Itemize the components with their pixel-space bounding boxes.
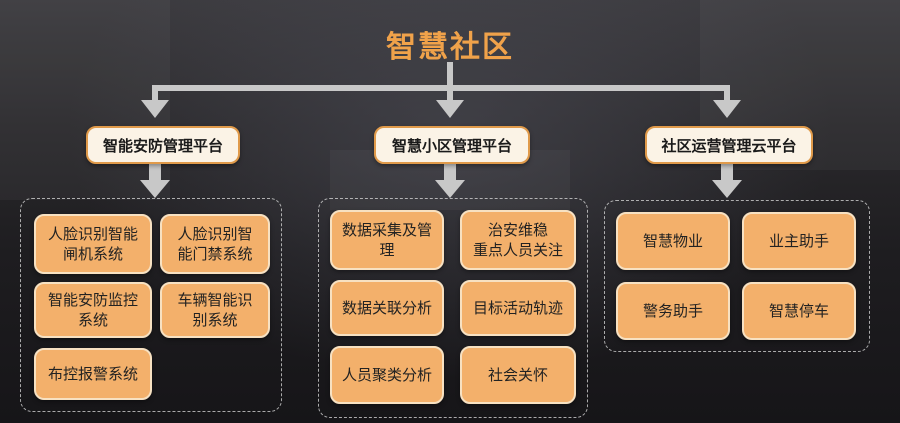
platform-community-label: 智慧小区管理平台	[391, 136, 512, 155]
down-stem-left	[149, 164, 161, 182]
item-data-analysis: 数据关联分析	[330, 280, 444, 336]
item-social-care: 社会关怀	[460, 346, 576, 404]
item-alarm-system: 布控报警系统	[34, 348, 152, 400]
down-arrow-left	[140, 180, 170, 198]
item-security-monitor: 智能安防监控 系统	[34, 282, 152, 338]
down-stem-right	[721, 164, 733, 182]
group-operations	[604, 200, 870, 352]
arrow-head-right	[713, 100, 741, 118]
item-face-access: 人脸识别智 能门禁系统	[160, 214, 270, 274]
platform-security: 智能安防管理平台	[86, 126, 240, 164]
item-public-security: 治安维稳 重点人员关注	[460, 210, 576, 270]
diagram-title: 智慧社区	[386, 30, 514, 65]
item-face-gate: 人脸识别智能 闸机系统	[34, 214, 152, 274]
platform-operations-label: 社区运营管理云平台	[661, 136, 797, 155]
platform-security-label: 智能安防管理平台	[102, 136, 223, 155]
item-police-assistant: 警务助手	[616, 282, 730, 340]
platform-community: 智慧小区管理平台	[374, 126, 530, 164]
item-cluster-analysis: 人员聚类分析	[330, 346, 444, 404]
item-smart-parking: 智慧停车	[742, 282, 856, 340]
arrow-head-middle	[436, 100, 464, 118]
item-data-collection: 数据采集及管 理	[330, 210, 444, 270]
down-arrow-middle	[435, 180, 465, 198]
item-owner-assistant: 业主助手	[742, 212, 856, 270]
arrow-head-left	[141, 100, 169, 118]
down-stem-middle	[444, 164, 456, 182]
group-community	[318, 198, 588, 418]
platform-operations: 社区运营管理云平台	[645, 126, 813, 164]
top-connector-bar	[152, 85, 730, 105]
down-arrow-right	[712, 180, 742, 198]
group-security	[20, 198, 282, 412]
item-smart-property: 智慧物业	[616, 212, 730, 270]
item-vehicle-recognition: 车辆智能识 别系统	[160, 282, 270, 338]
item-trajectory: 目标活动轨迹	[460, 280, 576, 336]
